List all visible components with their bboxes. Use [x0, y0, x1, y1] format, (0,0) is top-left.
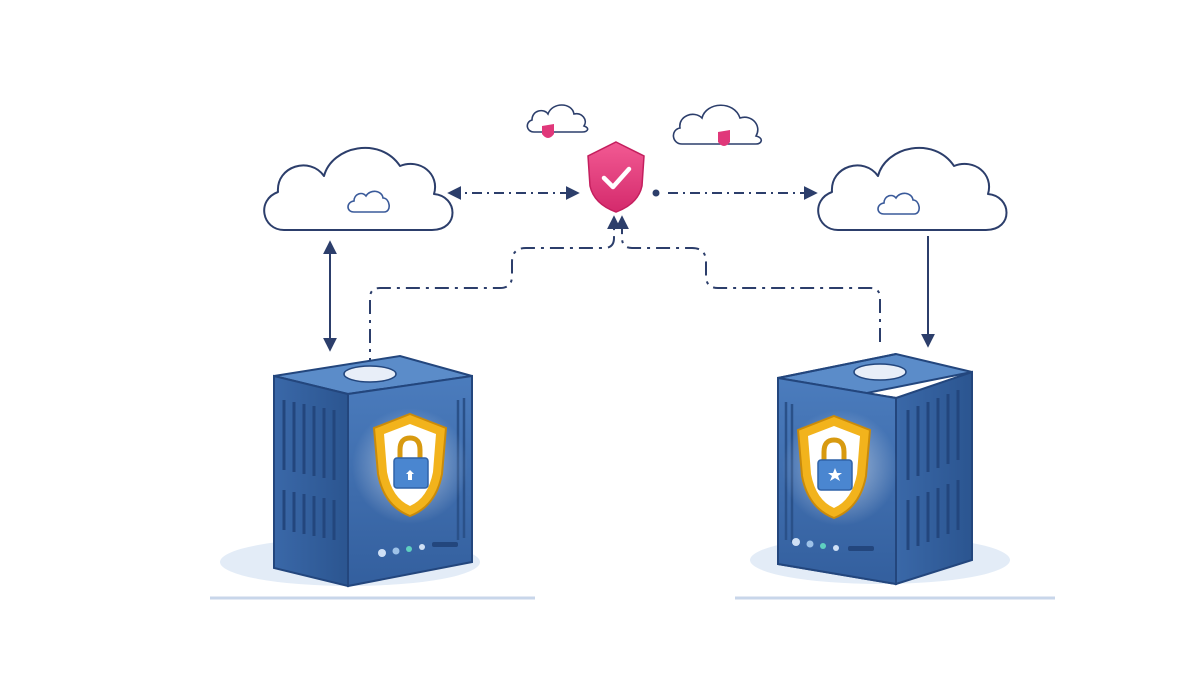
- star-icon: [828, 468, 842, 481]
- status-light: [792, 538, 800, 546]
- shield-lock-icon: [796, 414, 872, 520]
- cloud-right: [817, 147, 1008, 231]
- server-right: [777, 352, 973, 586]
- connection-server-right-shield: [615, 215, 881, 342]
- status-lights: [792, 538, 874, 551]
- connections: [323, 186, 935, 372]
- inner-cloud-icon: [347, 190, 390, 213]
- cloud-left: [263, 147, 454, 231]
- status-light: [820, 543, 826, 549]
- status-light: [406, 546, 412, 552]
- status-lights: [378, 542, 458, 557]
- padlock-shackle: [821, 437, 847, 462]
- drive-slot: [848, 546, 874, 551]
- status-light: [378, 549, 386, 557]
- server-vents: [906, 390, 960, 550]
- status-light: [419, 544, 425, 550]
- cloud-icon: [263, 147, 454, 231]
- mini-shield-icon: [542, 124, 554, 138]
- server-vents: [282, 400, 336, 540]
- shield-lock-icon: [372, 412, 448, 518]
- server-top-port: [343, 365, 397, 383]
- status-light: [833, 545, 839, 551]
- central-security-shield: [587, 141, 645, 213]
- connection-server-left-shield: [369, 215, 621, 372]
- status-light: [392, 547, 400, 555]
- status-light: [806, 540, 814, 548]
- checkmark-icon: [601, 166, 632, 190]
- shield-check-icon: [587, 141, 645, 213]
- cloud-icon: [817, 147, 1008, 231]
- cloud-icon: [672, 104, 763, 145]
- cloud-icon: [526, 104, 589, 133]
- cloud-small-left: [526, 104, 589, 138]
- connection-dot: [652, 189, 660, 197]
- inner-cloud-icon: [877, 192, 920, 215]
- cloud-small-right: [672, 104, 763, 146]
- padlock-shackle: [397, 435, 423, 460]
- server-top-port: [853, 363, 907, 381]
- mini-shield-icon: [718, 130, 730, 146]
- server-left: [273, 354, 473, 588]
- drive-slot: [432, 542, 458, 547]
